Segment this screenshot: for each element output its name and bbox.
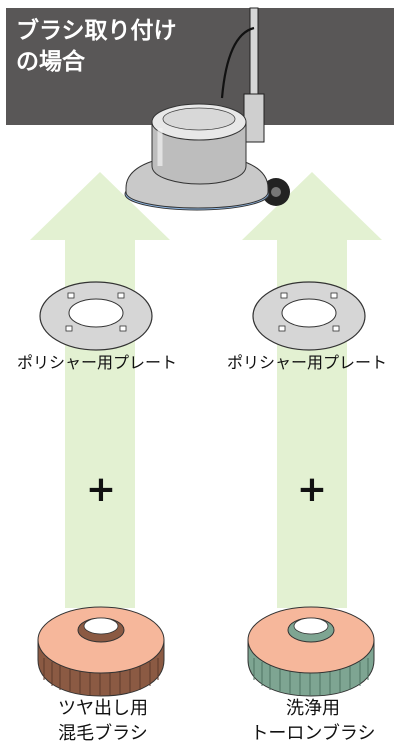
mixed-bristle-brush-icon: [37, 606, 165, 697]
left-brush-label: ツヤ出し用 混毛ブラシ: [58, 698, 148, 744]
left-plate-label: ポリシャー用プレート: [16, 353, 177, 372]
polisher-plate-icon: [39, 281, 153, 351]
floor-polisher-icon: [124, 7, 290, 211]
right-plate-label: ポリシャー用プレート: [226, 353, 387, 372]
right-plus-sign: +: [296, 469, 328, 510]
polisher-plate-icon: [252, 281, 366, 351]
page-title: ブラシ取り付け の場合: [16, 18, 177, 75]
left-up-arrow: [30, 172, 170, 608]
right-brush-label: 洗浄用 トーロンブラシ: [250, 698, 376, 744]
right-up-arrow: [242, 172, 382, 608]
tolon-brush-icon: [247, 606, 375, 697]
left-plus-sign: +: [85, 469, 117, 510]
